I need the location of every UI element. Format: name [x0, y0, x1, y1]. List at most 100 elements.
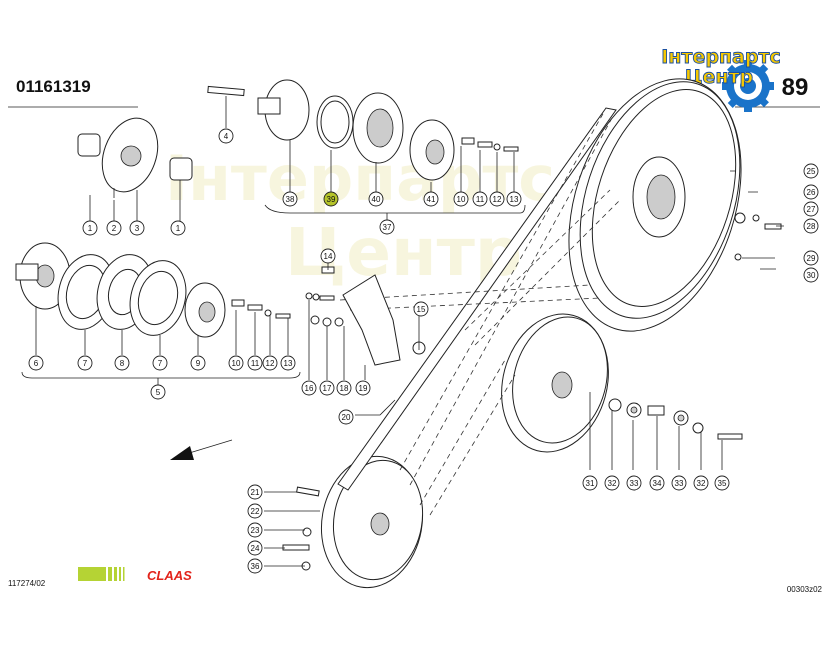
callout-circle — [803, 267, 819, 283]
callout-label: 39 — [327, 195, 336, 204]
callout-10: 10 — [228, 355, 244, 371]
callout-label: 2 — [112, 224, 117, 233]
callout-label: 11 — [476, 195, 485, 204]
callout-15: 15 — [413, 301, 429, 317]
callout-28: 28 — [803, 218, 819, 234]
callout-circle — [693, 475, 709, 491]
callout-label: 6 — [34, 359, 39, 368]
callout-label: 23 — [251, 526, 260, 535]
callout-circle — [472, 191, 488, 207]
callout-label: 20 — [342, 413, 351, 422]
footer-right-code: 00303z02 — [787, 585, 823, 594]
callout-label: 41 — [427, 195, 436, 204]
callout-32: 32 — [693, 475, 709, 491]
callout-circle — [506, 191, 522, 207]
callout-label: 15 — [417, 305, 426, 314]
callout-circle — [114, 355, 130, 371]
callout-20: 20 — [338, 409, 354, 425]
callout-label: 13 — [510, 195, 519, 204]
callout-circle — [77, 355, 93, 371]
logo-line2: Центр — [685, 66, 753, 88]
callout-label: 18 — [340, 384, 349, 393]
callout-circle — [604, 475, 620, 491]
callout-circle — [301, 380, 317, 396]
callout-label: 7 — [158, 359, 163, 368]
callout-label: 36 — [251, 562, 260, 571]
callout-16: 16 — [301, 380, 317, 396]
callout-circle — [129, 220, 145, 236]
part-number: 01161319 — [16, 77, 91, 96]
belts — [337, 107, 621, 516]
callout-label: 33 — [630, 479, 639, 488]
footer-left-code: 117274/02 — [8, 579, 46, 588]
callout-circle — [247, 540, 263, 556]
callout-9: 9 — [190, 355, 206, 371]
callout-13: 13 — [280, 355, 296, 371]
lower-left-parts — [15, 242, 291, 338]
callout-circle — [626, 475, 642, 491]
callout-label: 22 — [251, 507, 260, 516]
callout-label: 31 — [586, 479, 595, 488]
callout-circle — [190, 355, 206, 371]
callout-40: 40 — [368, 191, 384, 207]
callout-circle — [368, 191, 384, 207]
callout-label: 30 — [807, 271, 816, 280]
callout-label: 24 — [251, 544, 260, 553]
callout-4: 4 — [218, 128, 234, 144]
callout-label: 8 — [120, 359, 125, 368]
callout-circle — [803, 163, 819, 179]
callout-label: 10 — [232, 359, 241, 368]
callout-circle — [803, 218, 819, 234]
callout-label: 3 — [135, 224, 140, 233]
callout-circle — [649, 475, 665, 491]
direction-arrow — [170, 439, 233, 460]
callout-3: 3 — [129, 220, 145, 236]
callout-circle — [582, 475, 598, 491]
pulley-bolts — [734, 212, 782, 261]
callout-13: 13 — [506, 191, 522, 207]
callout-circle — [323, 191, 339, 207]
callout-label: 19 — [359, 384, 368, 393]
callout-circle — [247, 355, 263, 371]
callout-label: 38 — [286, 195, 295, 204]
callout-circle — [28, 355, 44, 371]
callout-circle — [152, 355, 168, 371]
callout-26: 26 — [803, 184, 819, 200]
callout-39: 39 — [323, 191, 339, 207]
callout-label: 17 — [323, 384, 332, 393]
callout-29: 29 — [803, 250, 819, 266]
callout-circle — [247, 503, 263, 519]
upper-left-parts — [77, 79, 519, 198]
callout-14: 14 — [320, 248, 336, 264]
callout-circle — [319, 380, 335, 396]
callout-19: 19 — [355, 380, 371, 396]
callout-8: 8 — [114, 355, 130, 371]
callout-33: 33 — [671, 475, 687, 491]
callout-circle — [262, 355, 278, 371]
callout-circle — [82, 220, 98, 236]
callout-24: 24 — [247, 540, 263, 556]
callout-label: 1 — [176, 224, 181, 233]
callout-circle — [282, 191, 298, 207]
callout-38: 38 — [282, 191, 298, 207]
callout-label: 28 — [807, 222, 816, 231]
callout-label: 27 — [807, 205, 816, 214]
callout-label: 7 — [83, 359, 88, 368]
callout-label: 14 — [324, 252, 333, 261]
callout-circle — [336, 380, 352, 396]
callout-circle — [413, 301, 429, 317]
callout-17: 17 — [319, 380, 335, 396]
logo-line1: Інтерпартс — [661, 46, 781, 68]
callout-circle — [803, 201, 819, 217]
callout-circle — [247, 558, 263, 574]
callout-1: 1 — [82, 220, 98, 236]
callout-6: 6 — [28, 355, 44, 371]
callout-label: 12 — [266, 359, 275, 368]
interparts-logo: Інтерпартс Центр — [661, 46, 781, 112]
callout-10: 10 — [453, 191, 469, 207]
callout-circle — [803, 250, 819, 266]
callout-label: 16 — [305, 384, 314, 393]
callout-2: 2 — [106, 220, 122, 236]
callout-34: 34 — [649, 475, 665, 491]
